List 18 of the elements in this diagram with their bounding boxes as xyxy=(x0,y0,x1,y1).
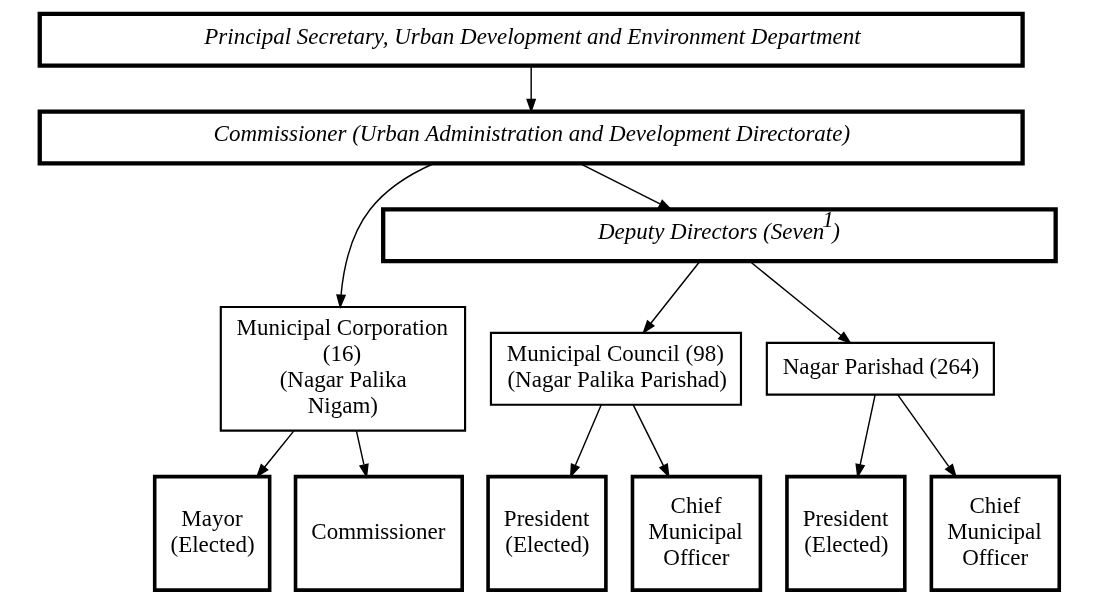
arrow xyxy=(855,394,876,479)
node-box: Commissioner xyxy=(293,474,464,592)
node-box: Commissioner (Urban Administration and Development Directorate) xyxy=(37,109,1025,166)
node-box: Mayor (Elected) xyxy=(152,474,272,592)
node-box: President (Elected) xyxy=(486,474,608,592)
node-box: Nagar Parishad (264) xyxy=(765,341,995,396)
arrow xyxy=(255,430,295,478)
arrow xyxy=(355,430,369,479)
arrow xyxy=(642,260,701,335)
node-box: Municipal Corporation (16) (Nagar Palika Nigam) xyxy=(219,305,467,432)
node-box: President (Elected) xyxy=(785,474,907,592)
node-box: Chief Municipal Officer xyxy=(929,474,1062,592)
arrow xyxy=(579,162,673,211)
node-box: Principal Secretary, Urban Development and Environment Department xyxy=(37,11,1025,68)
node-box: Chief Municipal Officer xyxy=(630,474,763,592)
node-box: Municipal Council (98) (Nagar Palika Parishad) xyxy=(489,331,743,406)
arrow xyxy=(336,162,435,309)
arrow xyxy=(748,260,852,345)
